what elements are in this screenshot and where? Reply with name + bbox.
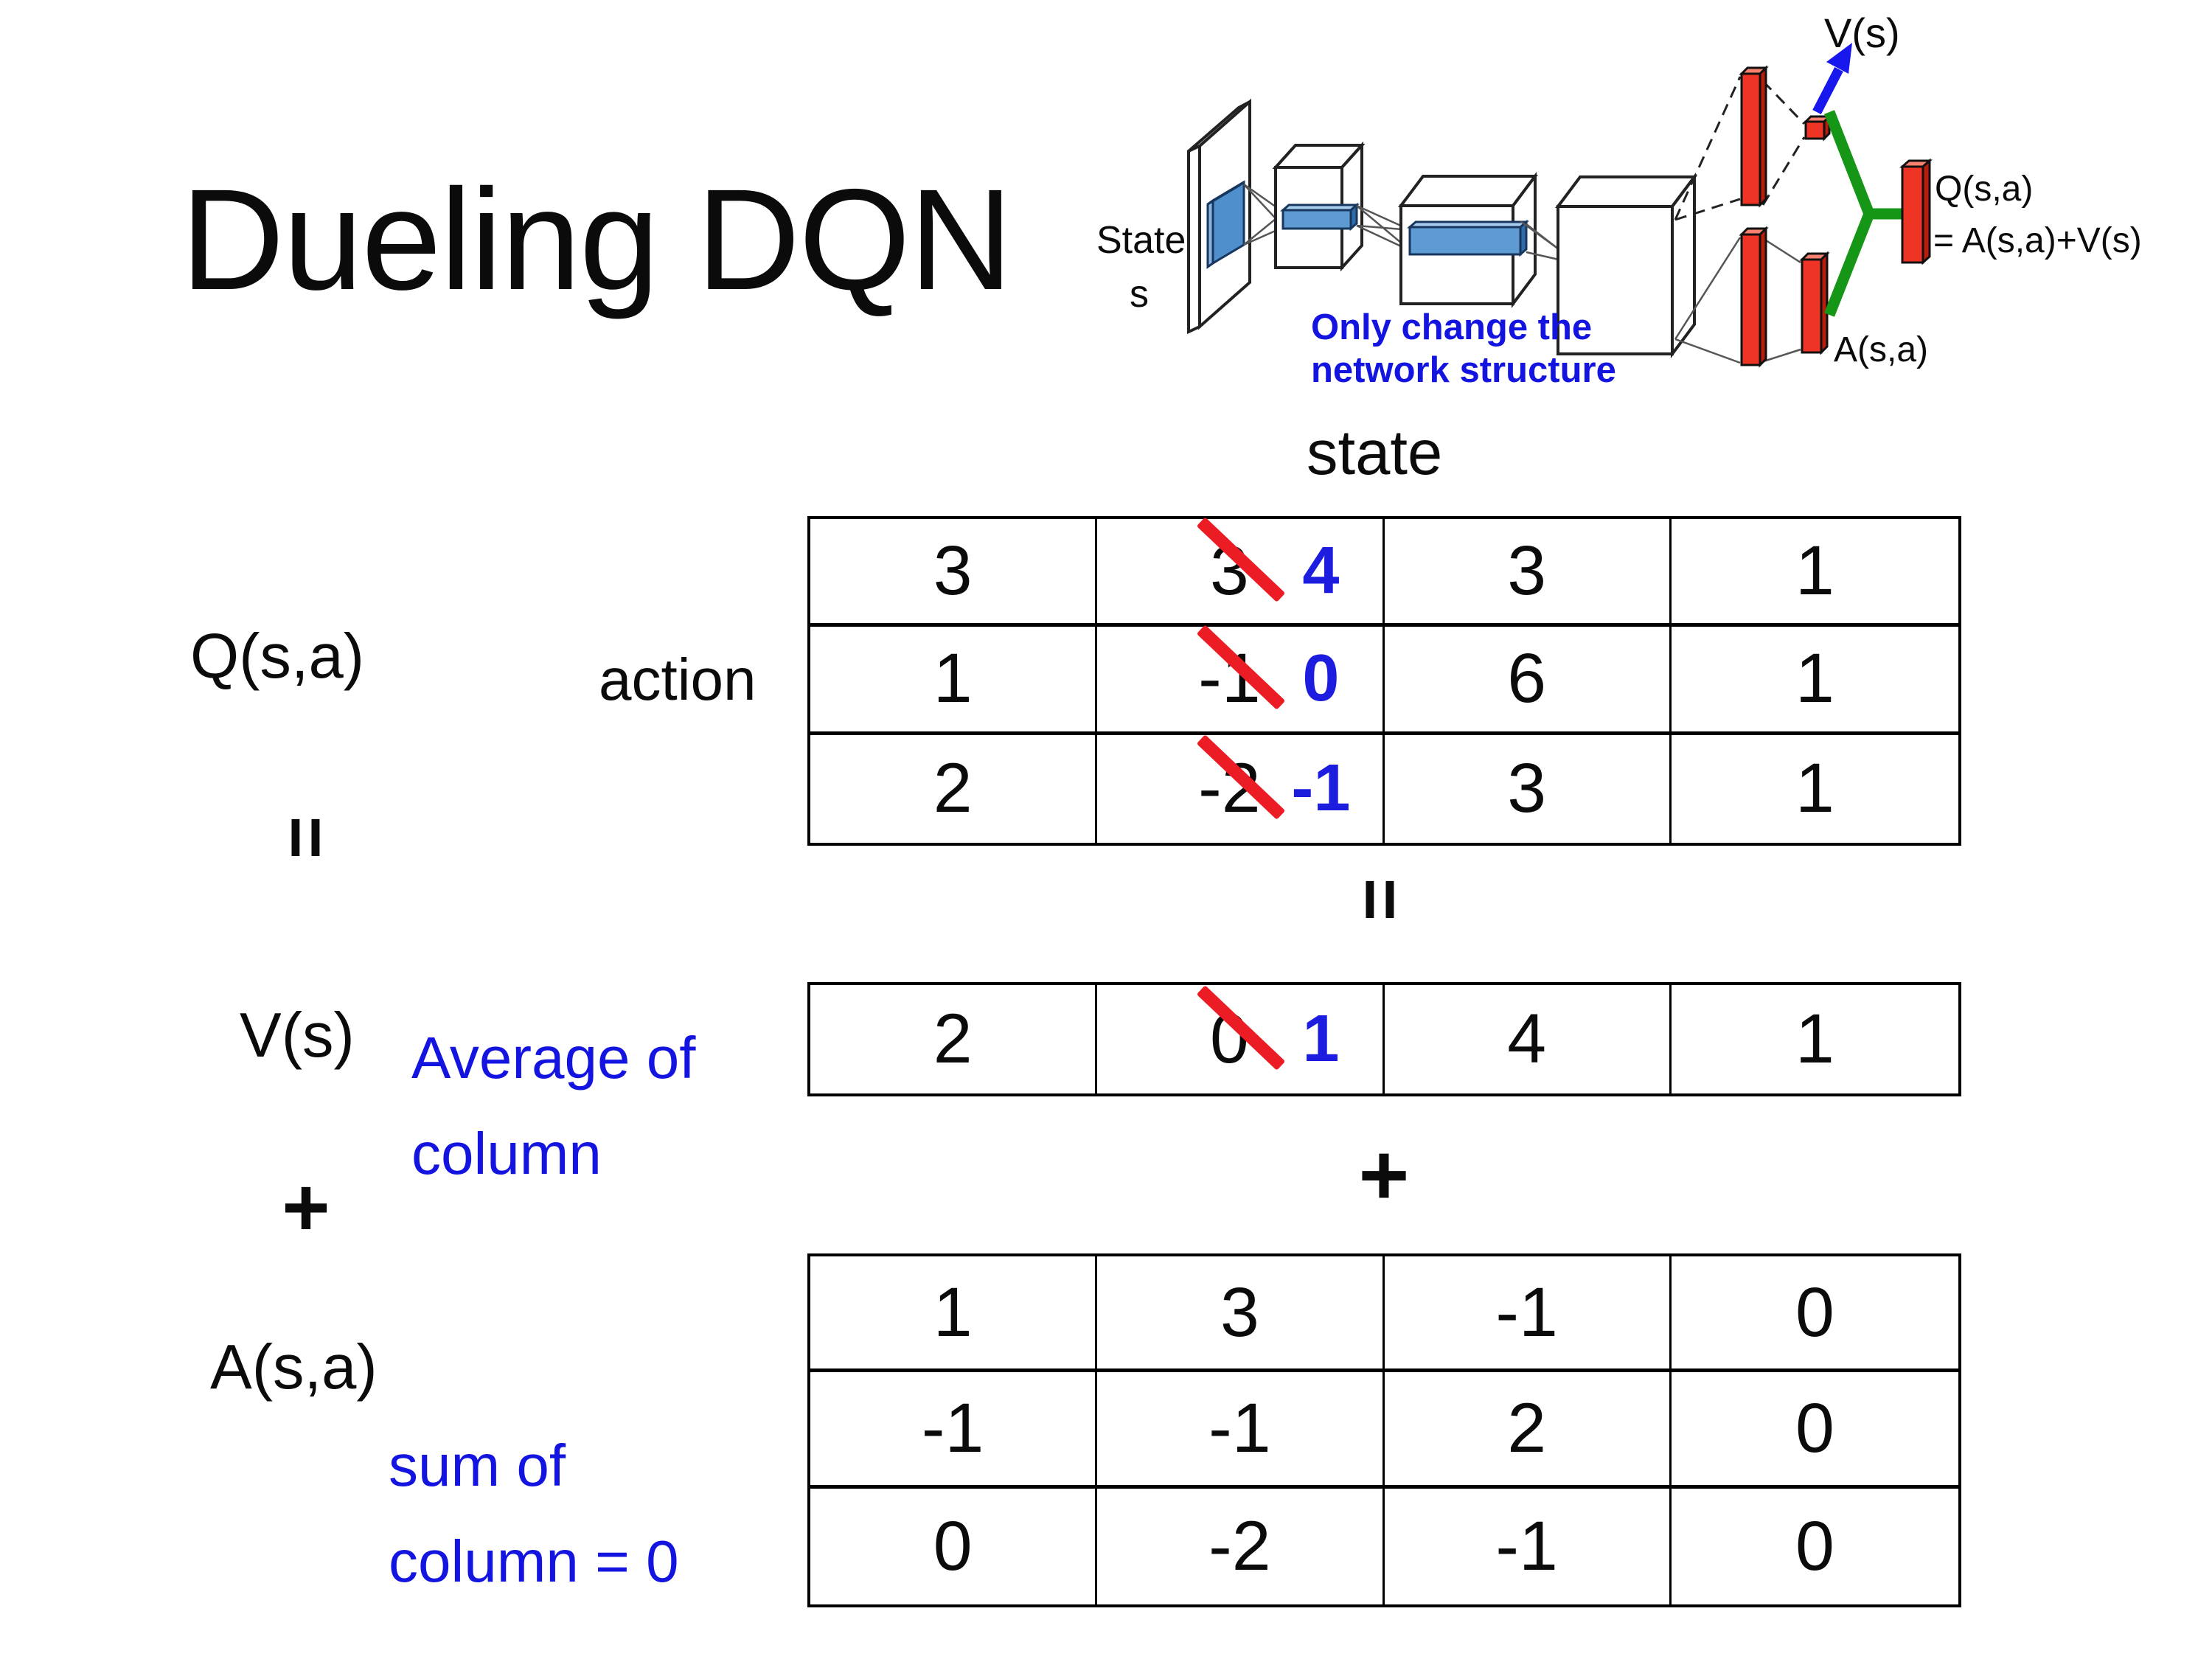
- matrix-plus-symbol: +: [1358, 1127, 1410, 1224]
- combine-y-connector: [1824, 110, 1905, 317]
- table-cell: -1: [1384, 1256, 1672, 1373]
- table-cell: 1: [1795, 749, 1834, 828]
- new-value: 4: [1302, 534, 1340, 608]
- equation-plus-symbol: +: [282, 1161, 330, 1253]
- table-cell: 3: [1384, 519, 1672, 627]
- new-value: 1: [1302, 1002, 1340, 1076]
- conv-box-3: [1555, 173, 1697, 358]
- input-plane-shape: [1187, 98, 1251, 335]
- table-cell: 1: [1671, 519, 1958, 627]
- table-cell: 0: [810, 1488, 1098, 1604]
- table-cell: 2: [810, 985, 1098, 1093]
- table-cell-corrected: 0 1: [1097, 984, 1385, 1093]
- feature-bar-2: [1407, 219, 1529, 257]
- q-output-bar: [1899, 158, 1933, 265]
- note-line-2: network structure: [1311, 350, 1616, 390]
- a-vector-bar: [1799, 251, 1830, 355]
- state-label: State: [1096, 219, 1186, 262]
- table-cell: 2: [810, 734, 1098, 843]
- table-cell: -1: [1385, 1488, 1672, 1604]
- fc-bar-v-stream: [1739, 65, 1769, 208]
- q-table: 3 3 4 3 1 1 -1 0 6 1 2 -2 -1 3 1: [807, 516, 1961, 846]
- equation-a-label: A(s,a): [210, 1332, 378, 1402]
- state-s-label: s: [1130, 273, 1149, 316]
- average-note-line-2: column: [411, 1121, 602, 1186]
- fc-bar-a-stream: [1739, 226, 1769, 368]
- q-output-label: Q(s,a): [1935, 170, 2033, 209]
- table-cell: 0: [1795, 1506, 1834, 1585]
- v-output-label: V(s): [1824, 10, 1900, 56]
- table-cell: 4: [1385, 985, 1672, 1093]
- table-cell-corrected: -1 0: [1097, 625, 1385, 735]
- feature-bar-1: [1280, 202, 1360, 232]
- dueling-network-diagram: State s V(s) Q(s,a) = A(s,a)+V(s) A(s,a)…: [1096, 10, 2142, 390]
- table-cell-corrected: 3 4: [1097, 516, 1385, 627]
- new-value: 0: [1302, 641, 1340, 716]
- a-stream-lines: [1674, 237, 1801, 364]
- equation-v-label: V(s): [240, 1001, 355, 1071]
- table-cell: 3: [1097, 1256, 1385, 1373]
- action-header: action: [599, 647, 757, 712]
- v-output-arrow: [1812, 43, 1852, 114]
- average-note-line-1: Average of: [411, 1025, 696, 1091]
- v-table: 2 0 1 4 1: [807, 982, 1961, 1096]
- table-cell: 2: [1384, 1372, 1672, 1489]
- v-scalar-box: [1803, 114, 1832, 142]
- q-output-formula: = A(s,a)+V(s): [1933, 221, 2142, 260]
- sum-note-line-1: sum of: [389, 1433, 566, 1498]
- table-cell: 0: [1671, 1256, 1958, 1373]
- table-cell: 0: [1671, 1372, 1958, 1489]
- table-cell: 1: [1795, 1000, 1834, 1078]
- new-value: -1: [1291, 751, 1351, 826]
- table-cell: 1: [810, 627, 1098, 735]
- table-cell: 3: [1385, 734, 1672, 843]
- sum-note-line-2: column = 0: [389, 1528, 679, 1594]
- table-cell: -1: [1097, 1372, 1385, 1489]
- state-header: state: [1307, 418, 1443, 488]
- table-cell: 6: [1384, 627, 1672, 735]
- table-cell: 1: [1671, 627, 1958, 735]
- table-cell: 1: [810, 1256, 1098, 1373]
- v-stream-dashed-lines: [1674, 76, 1806, 221]
- table-cell-corrected: -2 -1: [1097, 734, 1385, 843]
- table-cell: -1: [810, 1372, 1098, 1489]
- a-table: 1 3 -1 0 -1 -1 2 0 0 -2 -1 0: [807, 1253, 1961, 1607]
- a-output-label: A(s,a): [1834, 330, 1928, 369]
- equation-q-label: Q(s,a): [190, 622, 365, 692]
- table-cell: 3: [810, 519, 1098, 627]
- table-cell: -2: [1097, 1488, 1385, 1604]
- matrix-equals-symbol: =: [1339, 877, 1422, 922]
- page-title: Dueling DQN: [181, 159, 1013, 320]
- equation-equals-symbol: =: [265, 815, 347, 860]
- note-line-1: Only change the: [1311, 307, 1592, 347]
- receptive-field-lines-3: [1520, 220, 1559, 261]
